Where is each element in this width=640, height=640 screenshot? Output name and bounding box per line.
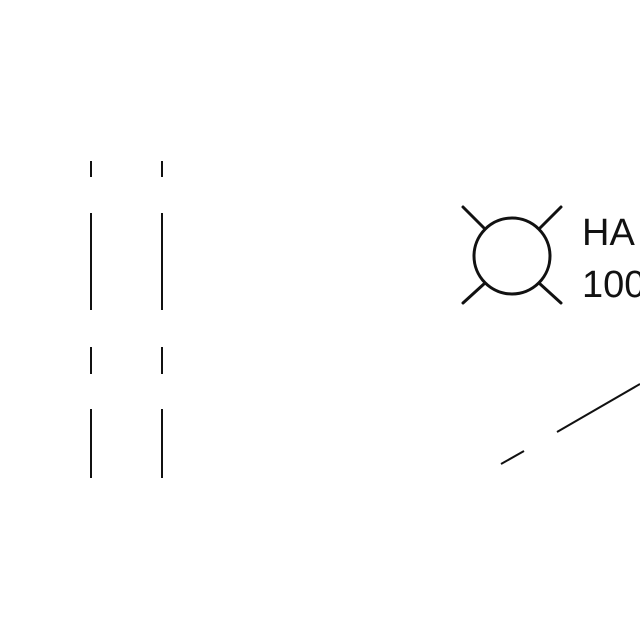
lamp-label-line2: 100 bbox=[582, 264, 640, 306]
lamp-ray-bottom-right bbox=[537, 281, 563, 305]
lamp-label-line1: HA bbox=[582, 212, 635, 254]
leader-dash-segment bbox=[500, 450, 525, 465]
leader-dash-segment bbox=[556, 383, 640, 433]
lamp-ray-top-left bbox=[461, 205, 487, 231]
lamp-ray-bottom-left bbox=[461, 281, 487, 305]
dashed-leader-line bbox=[500, 383, 640, 465]
lamp-circle bbox=[472, 216, 552, 296]
lamp-symbol-icon bbox=[461, 205, 563, 305]
lamp-ray-top-right bbox=[537, 205, 563, 231]
